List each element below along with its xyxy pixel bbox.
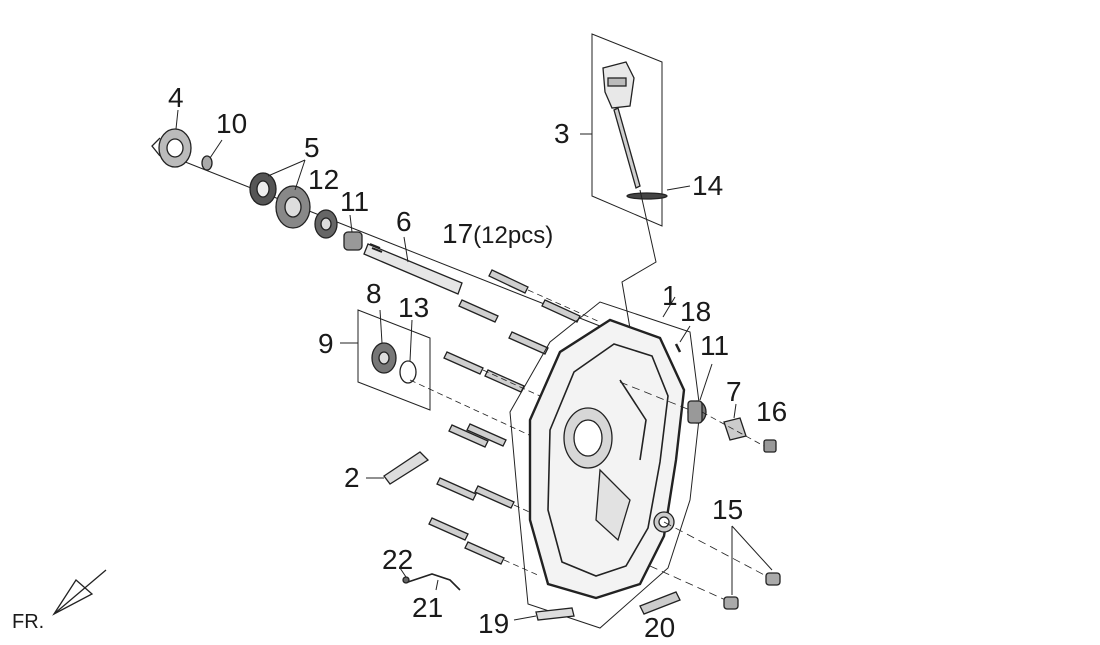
part-20-key (639, 591, 681, 615)
label-part-17-number: 17 (442, 218, 474, 249)
part-21-22-spring (399, 567, 461, 591)
dipstick-axis-line (621, 189, 657, 341)
label-part-11-right: 11 (700, 330, 730, 361)
label-part-19: 19 (478, 608, 510, 639)
part-2-pin (366, 451, 430, 485)
part-16-bolt (701, 411, 777, 453)
label-part-17: 17(12pcs) (442, 220, 553, 248)
part-18-dowel (674, 325, 691, 353)
part-7-clip (723, 403, 747, 441)
part-13-o-ring (399, 319, 417, 384)
label-part-9: 9 (318, 328, 334, 359)
part-12-bearing (314, 209, 338, 239)
label-part-17-qty: (12pcs) (473, 222, 554, 249)
part-15-dowels (723, 525, 781, 610)
label-part-18: 18 (680, 296, 712, 327)
part-5-seals (249, 159, 311, 229)
label-part-16: 16 (756, 396, 788, 427)
label-part-1: 1 (662, 280, 678, 311)
part-6-shaft (363, 236, 463, 295)
part-3-dipstick-kit (580, 33, 663, 227)
fr-direction-arrow-icon (52, 569, 107, 616)
label-part-10: 10 (216, 108, 248, 139)
label-part-2: 2 (344, 462, 360, 493)
label-part-20: 20 (644, 612, 676, 643)
label-part-14: 14 (692, 170, 724, 201)
label-part-12: 12 (308, 164, 340, 195)
part-17-bolts (428, 269, 581, 565)
part-4-flange (151, 109, 192, 168)
part-11-bushing-left (343, 214, 363, 251)
label-part-15: 15 (712, 494, 744, 525)
label-part-7: 7 (726, 376, 742, 407)
part-10-washer (201, 139, 223, 171)
part-19-pin (513, 607, 575, 621)
label-part-4: 4 (168, 82, 184, 113)
label-part-8: 8 (366, 278, 382, 309)
part-8-seal (371, 309, 397, 374)
label-direction-fr: FR. (12, 611, 45, 633)
shaft-axis-line (159, 151, 611, 331)
label-part-5: 5 (304, 132, 320, 163)
part-9-kit-box (340, 309, 431, 411)
part-11-bushing-right (687, 363, 713, 424)
label-part-3: 3 (554, 118, 570, 149)
part-1-crankcase-cover (509, 296, 701, 629)
cover-axis-lines (619, 381, 771, 603)
label-part-21: 21 (412, 592, 444, 623)
part-14-o-ring (626, 185, 691, 200)
label-part-13: 13 (398, 292, 430, 323)
label-part-11-left: 11 (340, 186, 370, 217)
label-part-22: 22 (382, 544, 414, 575)
label-part-6: 6 (396, 206, 412, 237)
